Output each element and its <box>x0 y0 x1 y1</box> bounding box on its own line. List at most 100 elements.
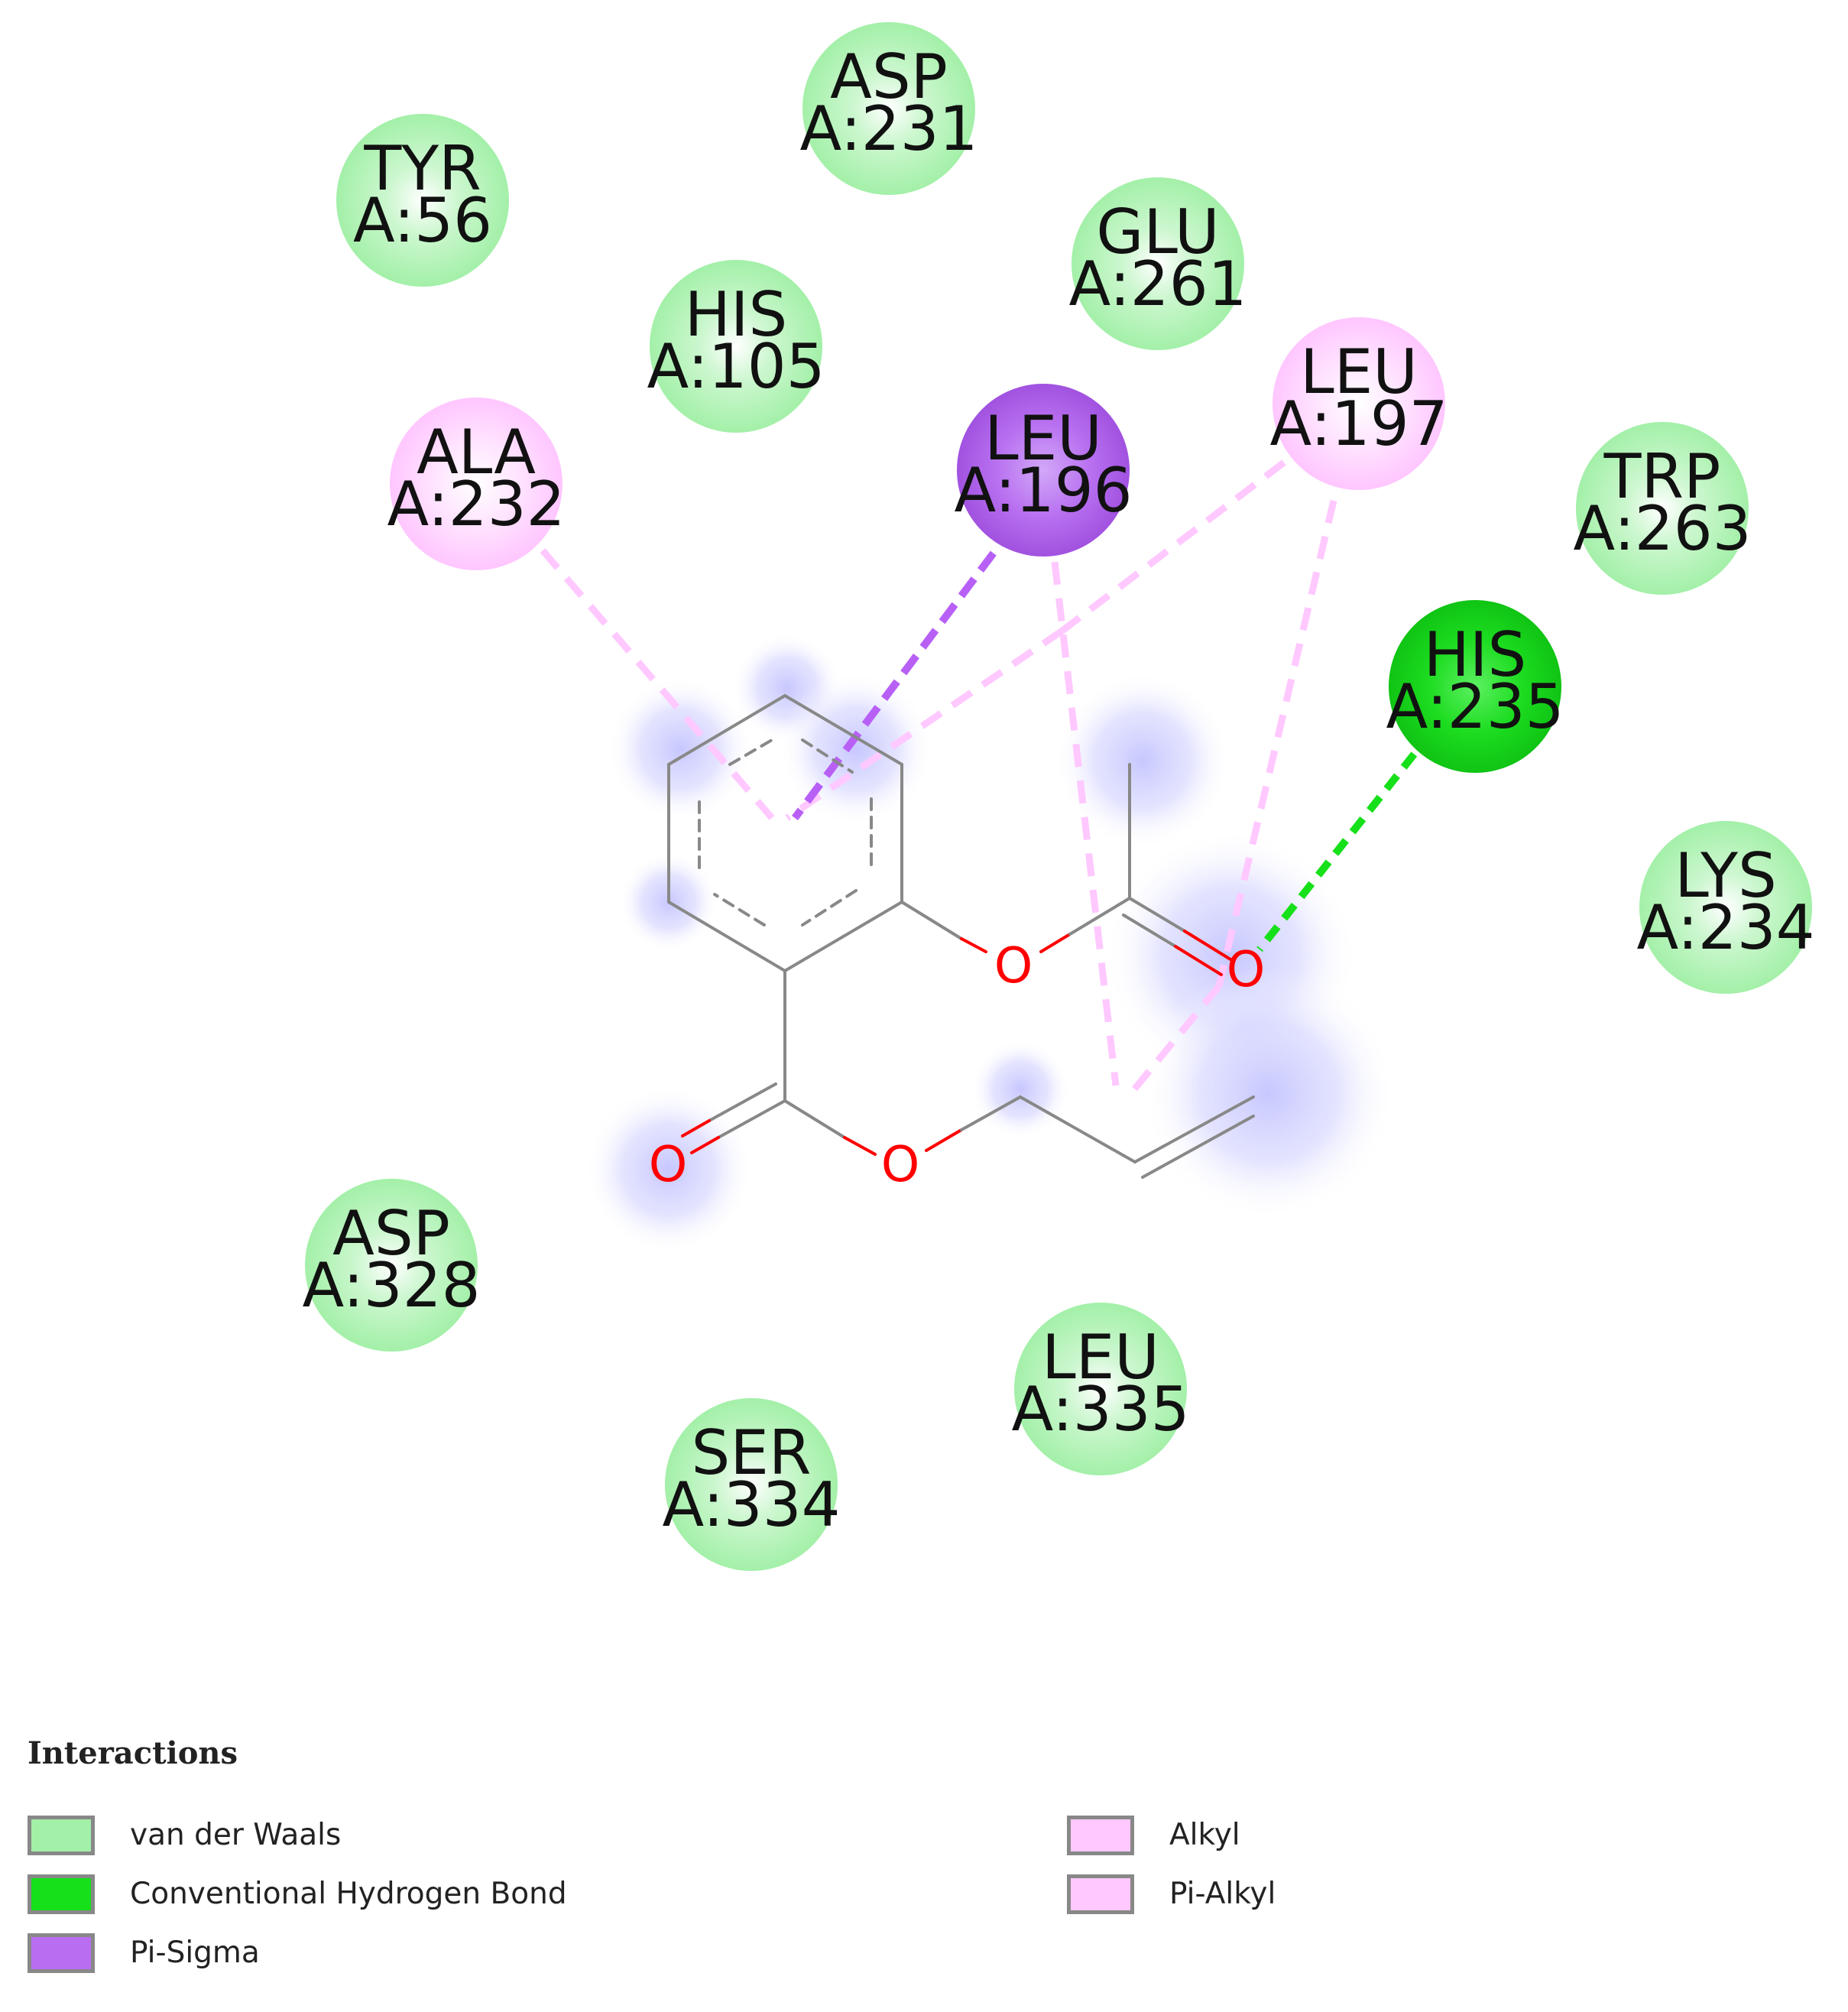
alkyl-interaction-line <box>1128 984 1222 1095</box>
pi-sigma-interaction-line <box>792 525 1016 820</box>
residue-trp263: TRP A:263 <box>1574 422 1752 595</box>
residue-circle <box>1072 177 1244 350</box>
residue-position: A:56 <box>353 185 492 256</box>
residue-name: HIS <box>1424 619 1527 690</box>
residue-circle <box>665 1398 838 1571</box>
residue-name: LEU <box>984 403 1102 474</box>
legend-swatch <box>1067 1874 1134 1914</box>
residue-position: A:196 <box>955 455 1133 526</box>
legend-label: Alkyl <box>1169 1818 1240 1852</box>
oxygen-atom-label: O <box>649 1137 687 1193</box>
interaction-lines <box>540 459 1451 1095</box>
legend-swatch <box>1067 1816 1134 1855</box>
residue-nodes: TYR A:56 ASP A:231 GLU A:261 HIS A:105 L… <box>303 22 1814 1571</box>
bond <box>783 1099 846 1139</box>
bond <box>1122 914 1177 948</box>
halo <box>1143 967 1395 1219</box>
residue-name: LYS <box>1675 840 1777 911</box>
legend-label: van der Waals <box>130 1818 342 1852</box>
legend-title: Interactions <box>28 1735 238 1771</box>
residue-position: A:231 <box>800 93 978 164</box>
ring-bond <box>783 901 903 972</box>
alkyl-interaction-line <box>540 548 775 820</box>
residue-circle <box>650 260 822 433</box>
halo <box>1055 673 1230 849</box>
oxygen-atom-label: O <box>1227 942 1265 998</box>
aromatic-inner-bond <box>728 738 773 766</box>
bond <box>900 901 963 940</box>
residue-circle <box>1389 600 1561 773</box>
bond <box>681 1119 711 1137</box>
bond <box>843 1136 877 1156</box>
residue-tyr56: TYR A:56 <box>336 114 509 287</box>
residue-his105: HIS A:105 <box>647 260 825 433</box>
residue-circle <box>305 1179 478 1352</box>
residue-name: TRP <box>1603 441 1721 512</box>
legend-label: Pi-Alkyl <box>1169 1877 1276 1911</box>
residue-leu196: LEU A:196 <box>955 384 1133 557</box>
residue-circle <box>390 398 563 570</box>
residue-position: A:232 <box>387 469 566 540</box>
ligand-contact-halos <box>585 633 1395 1254</box>
residue-name: GLU <box>1096 196 1219 268</box>
pi-alkyl-interaction-line <box>785 628 1065 821</box>
legend-swatch <box>28 1816 95 1855</box>
bond <box>1141 1115 1255 1179</box>
residue-position: A:263 <box>1574 493 1752 564</box>
bond <box>1133 1095 1255 1163</box>
aromatic-inner-bond <box>801 738 854 774</box>
residue-circle <box>1639 821 1812 994</box>
residue-leu197: LEU A:197 <box>1270 317 1448 490</box>
halo <box>608 677 753 822</box>
bond <box>960 1095 1022 1131</box>
oxygen-atom-label: O <box>881 1137 919 1193</box>
residue-glu261: GLU A:261 <box>1069 177 1247 350</box>
aromatic-inner-bond <box>801 889 858 926</box>
bond <box>1183 930 1232 961</box>
bond <box>1039 933 1072 953</box>
ligand-atoms: O O O O <box>649 938 1265 1193</box>
residue-name: LEU <box>1300 336 1418 407</box>
ligand-structure <box>667 694 1255 1179</box>
ring-bond <box>667 694 786 766</box>
bond <box>717 1099 786 1139</box>
aromatic-inner-bond <box>713 893 766 926</box>
residue-position: A:197 <box>1270 388 1448 459</box>
residue-ala232: ALA A:232 <box>387 398 566 570</box>
alkyl-interaction-line <box>1215 499 1337 988</box>
residue-position: A:335 <box>1012 1374 1190 1445</box>
bond <box>1068 897 1131 936</box>
bond <box>690 1136 720 1154</box>
residue-asp328: ASP A:328 <box>303 1179 481 1352</box>
legend-label: Pi-Sigma <box>130 1936 260 1970</box>
residue-position: A:235 <box>1386 671 1564 742</box>
residue-name: SER <box>692 1417 812 1488</box>
residue-position: A:328 <box>303 1250 481 1321</box>
halo <box>780 673 932 826</box>
ring-bond <box>783 694 903 766</box>
legend: Interactions van der Waals Conventional … <box>28 1735 1785 1995</box>
residue-circle <box>336 114 509 287</box>
bond <box>1128 897 1186 933</box>
residue-name: LEU <box>1042 1322 1159 1393</box>
residue-position: A:261 <box>1069 248 1247 320</box>
bond <box>708 1082 777 1122</box>
residue-name: ASP <box>830 41 948 112</box>
legend-swatch <box>28 1874 95 1914</box>
residue-name: ASP <box>332 1198 450 1269</box>
residue-position: A:105 <box>647 331 825 402</box>
residue-circle <box>1014 1303 1187 1475</box>
alkyl-interaction-line <box>1051 561 1120 1086</box>
residue-circle <box>1576 422 1749 595</box>
residue-leu335: LEU A:335 <box>1012 1303 1190 1475</box>
ring-bond <box>667 901 786 972</box>
bond <box>1019 1095 1136 1163</box>
hydrogen-bond-interaction-line <box>1256 708 1451 952</box>
residue-name: ALA <box>417 417 536 488</box>
residue-circle <box>957 384 1130 557</box>
residue-asp231: ASP A:231 <box>800 22 978 195</box>
residue-circle <box>802 22 975 195</box>
halo <box>971 1040 1070 1139</box>
residue-lys234: LYS A:234 <box>1637 821 1814 994</box>
